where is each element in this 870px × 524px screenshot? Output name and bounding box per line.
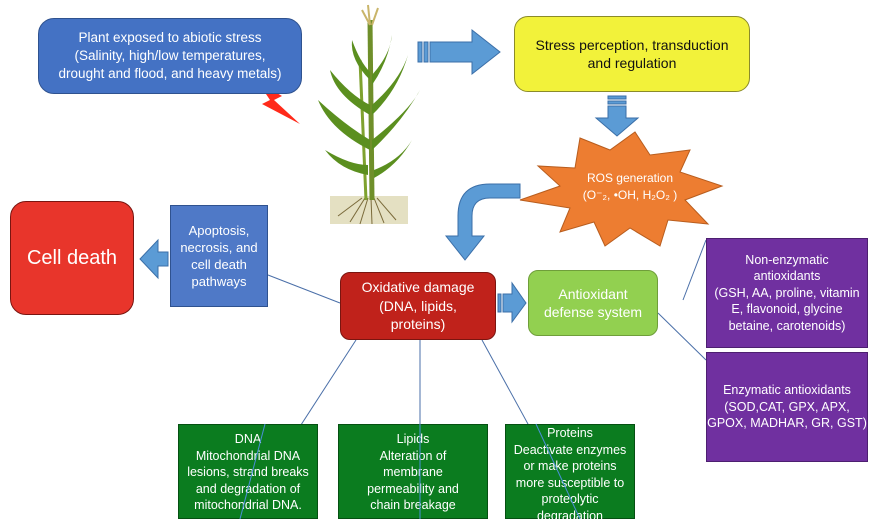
ros-generation-label: ROS generation (O⁻₂, •OH, H₂O₂ ) [570, 170, 690, 204]
lipids-damage-box: Lipids Alteration of membrane permeabili… [338, 424, 488, 519]
arrow-to-oxidative [444, 183, 521, 261]
arrow-to-cell-death [139, 238, 169, 280]
arrow-to-perception [417, 28, 501, 76]
enzymatic-antioxidants-box: Enzymatic antioxidants (SOD,CAT, GPX, AP… [706, 352, 868, 462]
ros-species: (O⁻₂, •OH, H₂O₂ ) [582, 187, 678, 202]
arrow-to-ros [594, 95, 640, 137]
plant-illustration [318, 4, 420, 225]
non-enzymatic-antioxidants-box: Non-enzymatic antioxidants (GSH, AA, pro… [706, 238, 868, 348]
ros-starburst [519, 131, 724, 247]
cell-death-box: Cell death [10, 201, 134, 315]
ros-title: ROS generation [586, 171, 674, 185]
dna-damage-box: DNA Mitochondrial DNA lesions, strand br… [178, 424, 318, 519]
arrow-to-antioxidant [497, 281, 527, 324]
proteins-damage-box: Proteins Deactivate enzymes or make prot… [505, 424, 635, 523]
oxidative-damage-box: Oxidative damage (DNA, lipids, proteins) [340, 272, 496, 340]
apoptosis-box: Apoptosis, necrosis, and cell death path… [170, 205, 268, 307]
stress-perception-box: Stress perception, transduction and regu… [514, 16, 750, 92]
antioxidant-defense-box: Antioxidant defense system [528, 270, 658, 336]
abiotic-stress-box: Plant exposed to abiotic stress (Salinit… [38, 18, 302, 94]
